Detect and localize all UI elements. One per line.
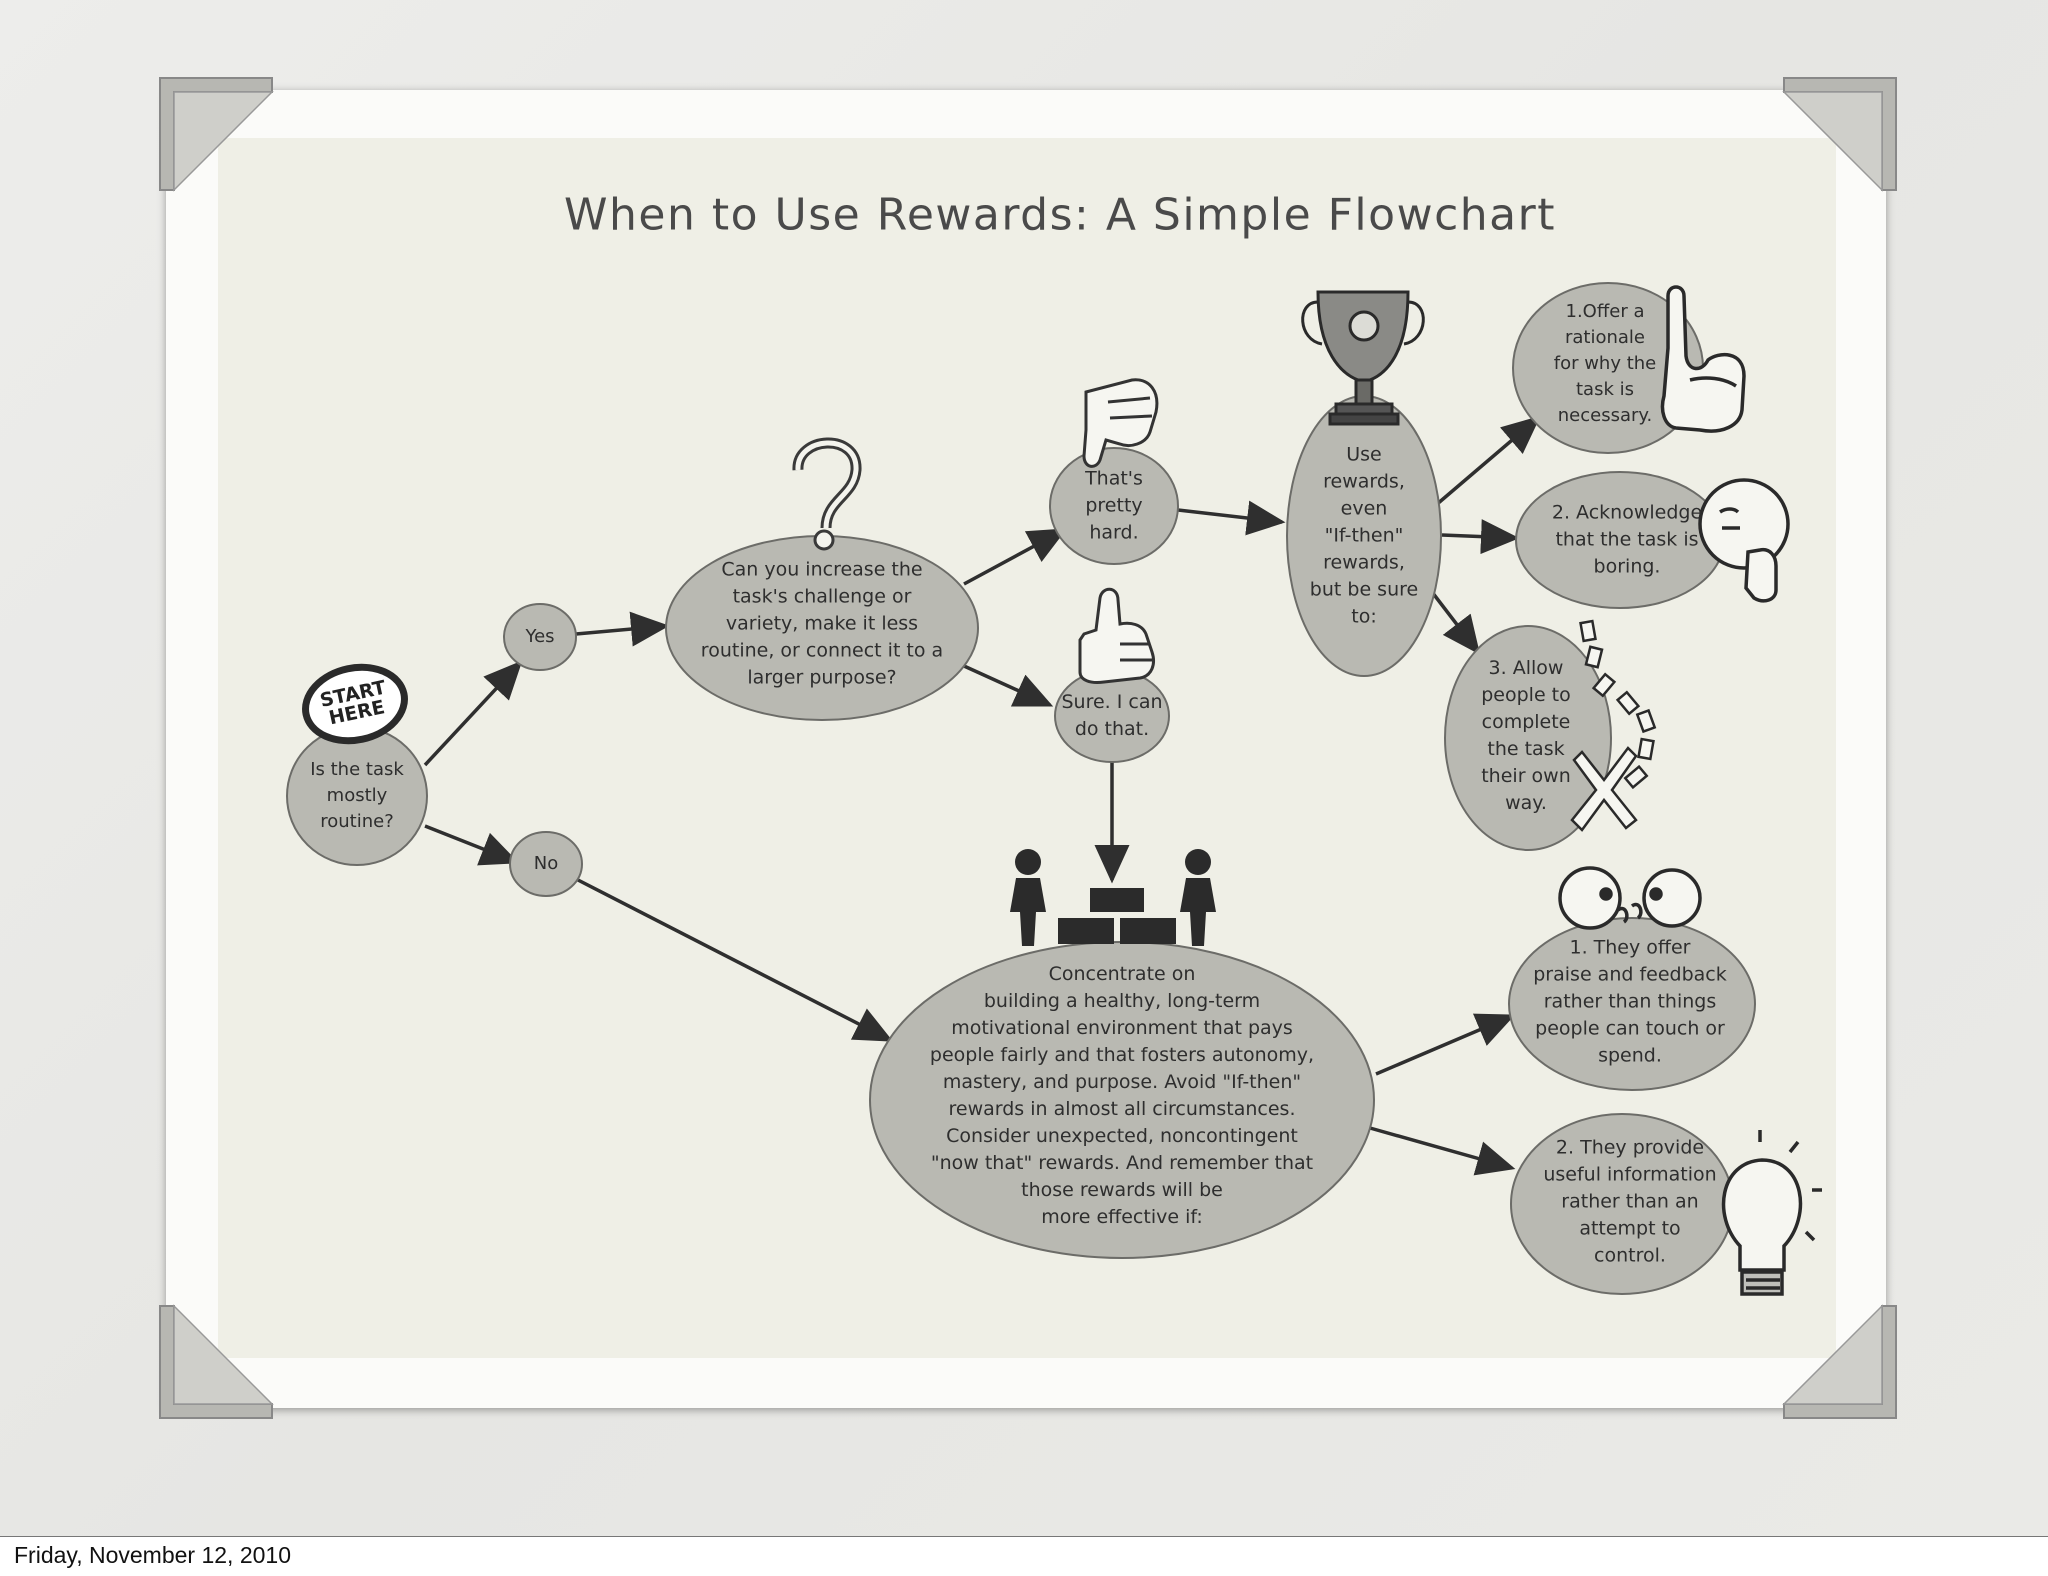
node-sure-can: Sure. I can do that. — [1061, 691, 1163, 740]
arrow-routine-to-no — [424, 824, 520, 866]
node-no-shape — [509, 831, 583, 897]
thumbs-down-icon — [1082, 378, 1159, 468]
node-concentrate: Concentrate on building a healthy, long-… — [929, 963, 1315, 1228]
arrow-rewards-to-rationale — [1434, 415, 1541, 507]
node-yes: Yes — [525, 626, 555, 647]
diagram-title: When to Use Rewards: A Simple Flowchart — [564, 189, 1556, 241]
node-yes-shape — [503, 603, 577, 671]
arrow-concentrate-to-praise — [1375, 1013, 1516, 1076]
arrow-question-to-sure — [963, 664, 1054, 707]
photo-corner-icon — [159, 1304, 274, 1419]
arrow-concentrate-to-info — [1369, 1126, 1516, 1176]
node-pretty-hard: That's pretty hard. — [1085, 467, 1143, 544]
flowchart-diagram — [286, 282, 1822, 1296]
photo-corner-icon — [1782, 1304, 1897, 1419]
footer-date: Friday, November 12, 2010 — [14, 1542, 291, 1568]
node-use-rewards: Use rewards, even "If-then" rewards, but… — [1309, 443, 1419, 628]
node-increase-question: Can you increase the task's challenge or… — [700, 558, 944, 689]
start-here-badge — [302, 663, 408, 745]
node-praise-feedback: 1. They offer praise and feedback rather… — [1533, 936, 1727, 1067]
node-pretty-hard-shape — [1049, 447, 1179, 565]
arrow-question-to-hard — [963, 528, 1068, 586]
arrow-no-to-concentrate — [577, 878, 894, 1042]
people-blocks-icon — [1010, 849, 1216, 946]
node-no: No — [533, 853, 559, 874]
node-allow-people-shape — [1444, 625, 1612, 851]
node-allow-people: 3. Allow people to complete the task the… — [1481, 657, 1571, 814]
arrow-rewards-to-acknowledge — [1441, 519, 1520, 555]
node-routine-question: Is the task mostly routine? — [310, 759, 404, 832]
photo-corner-icon — [1782, 77, 1897, 192]
arrow-routine-to-yes — [423, 660, 523, 767]
node-praise-feedback-shape — [1508, 917, 1756, 1091]
node-useful-info: 2. They provide useful information rathe… — [1543, 1136, 1717, 1267]
arrow-rewards-to-allow — [1430, 590, 1481, 655]
pointing-finger-icon — [1660, 285, 1746, 433]
talking-heads-icon — [1558, 866, 1702, 930]
node-acknowledge: 2. Acknowledge that the task is boring. — [1551, 501, 1703, 578]
trophy-icon — [1301, 290, 1425, 426]
photo-corner-icon — [159, 77, 274, 192]
thinking-face-icon — [1698, 478, 1790, 603]
question-mark-icon — [792, 437, 862, 551]
slide-background: When to Use Rewards: A Simple Flowchart … — [0, 0, 2048, 1537]
scattered-path-icon — [1570, 619, 1657, 832]
arrow-yes-to-question — [575, 611, 670, 647]
light-bulb-icon — [1721, 1130, 1822, 1296]
thumbs-up-icon — [1078, 587, 1155, 684]
arrow-hard-to-rewards — [1177, 500, 1286, 536]
node-offer-rationale: 1.Offer a rationale for why the task is … — [1553, 301, 1657, 426]
